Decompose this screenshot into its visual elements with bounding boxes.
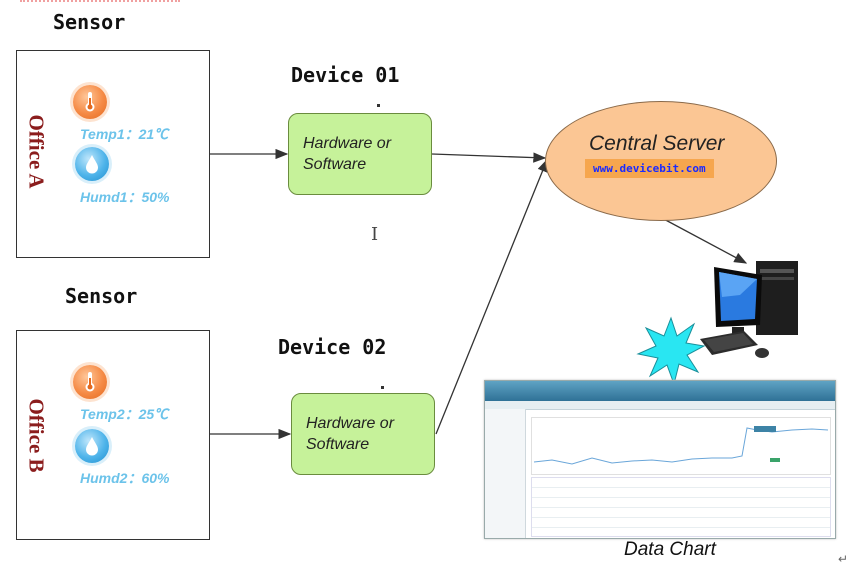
device-01-heading: Device 01 [291, 63, 400, 87]
device-01-text: Hardware or Software [303, 133, 391, 175]
chart-toolbar [485, 401, 835, 410]
dot-mark [381, 386, 384, 389]
thermometer-icon [73, 85, 107, 119]
computer-icon [700, 261, 798, 358]
sensor-b-heading: Sensor [65, 284, 138, 308]
temp2-reading: Temp2：25℃ [80, 406, 169, 422]
device-02-line2: Software [306, 436, 370, 453]
humd2-reading: Humd2：60% [80, 470, 170, 486]
device-02-box: Hardware or Software [291, 393, 435, 475]
chart-header-bar [485, 381, 835, 401]
dot-mark [377, 104, 380, 107]
return-mark-icon: ↵ [838, 552, 849, 566]
starburst-icon [636, 316, 706, 386]
device-01-line2: Software [303, 156, 367, 173]
arrow-device02-server [435, 158, 548, 435]
device-02-line1: Hardware or [306, 415, 395, 432]
server-url: www.devicebit.com [585, 159, 714, 178]
chart-line [533, 426, 829, 465]
water-drop-icon [75, 429, 109, 463]
arrow-device01-server [431, 152, 547, 163]
chart-table [531, 477, 831, 537]
device-02-heading: Device 02 [278, 335, 387, 359]
thermometer-icon [73, 365, 107, 399]
data-chart-caption: Data Chart [624, 539, 716, 560]
central-server-title: Central Server [589, 132, 725, 155]
sensor-a-heading: Sensor [53, 10, 126, 34]
chart-plot-area [531, 417, 831, 475]
device-02-text: Hardware or Software [306, 413, 394, 455]
top-decoration [20, 0, 180, 5]
device-01-box: Hardware or Software [288, 113, 432, 195]
office-a-label: Office A [24, 114, 49, 189]
office-a-box: Office A Temp1：21℃ Humd1：50% [16, 50, 210, 258]
temp1-reading: Temp1：21℃ [80, 126, 169, 142]
water-drop-icon [75, 147, 109, 181]
arrow-server-computer [659, 216, 748, 264]
humd1-reading: Humd1：50% [80, 189, 170, 205]
data-chart-screenshot [484, 380, 836, 539]
office-b-box: Office B Temp2：25℃ Humd2：60% [16, 330, 210, 540]
office-b-label: Office B [24, 398, 49, 473]
text-cursor-icon: I [371, 224, 379, 245]
chart-sidebar [485, 409, 526, 538]
device-01-line1: Hardware or [303, 135, 392, 152]
